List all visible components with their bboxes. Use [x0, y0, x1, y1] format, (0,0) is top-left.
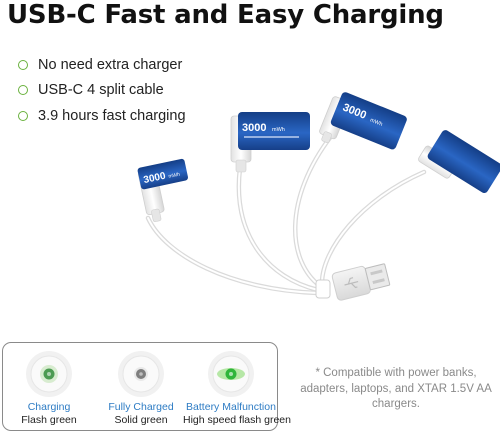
status-battery-malfunction: Battery Malfunction High speed flash gre…	[183, 343, 291, 426]
battery-2: 3000 mWh	[230, 112, 310, 173]
feature-text: USB-C 4 split cable	[38, 82, 164, 99]
usb-a-plug	[331, 263, 391, 301]
capacity-unit-text: mWh	[369, 117, 383, 127]
feature-text: No need extra charger	[38, 56, 183, 73]
compatibility-note: * Compatible with power banks, adapters,…	[300, 367, 492, 410]
status-label: Fully Charged	[108, 401, 174, 413]
status-description: Solid green	[114, 414, 168, 426]
battery-4	[418, 130, 500, 194]
led-indicator-icon	[117, 350, 165, 398]
status-charging: Charging Flash green	[3, 343, 95, 426]
battery-cable-illustration: 3000 mWh 3000 mWh 3000 mWh 3000	[137, 92, 500, 301]
status-label: Charging	[27, 401, 71, 413]
usb-symbol-icon	[344, 277, 359, 289]
capacity-text: 3000	[143, 171, 167, 186]
led-status-panel: Charging Flash green Fully Charged Solid…	[2, 342, 291, 431]
circle-bullet-icon	[18, 85, 28, 96]
status-description: Flash green	[21, 414, 77, 426]
status-description: High speed flash green	[183, 414, 291, 426]
capacity-text: 3000	[242, 122, 266, 134]
led-indicator-icon	[207, 350, 255, 398]
status-fully-charged: Fully Charged Solid green	[95, 343, 187, 426]
feature-item: USB-C 4 split cable	[18, 78, 186, 104]
feature-item: No need extra charger	[18, 52, 186, 78]
led-indicator-icon	[25, 350, 73, 398]
cable-splitter	[315, 279, 331, 299]
capacity-unit-text: mWh	[272, 127, 285, 133]
circle-bullet-icon	[18, 59, 28, 70]
battery-3: 3000 mWh	[319, 92, 407, 150]
page-title: USB-C Fast and Easy Charging	[7, 0, 444, 30]
battery-1: 3000 mWh	[137, 158, 189, 222]
feature-list: No need extra charger USB-C 4 split cabl…	[18, 52, 186, 129]
status-label: Battery Malfunction	[186, 401, 276, 413]
circle-bullet-icon	[18, 110, 28, 121]
feature-text: 3.9 hours fast charging	[38, 107, 186, 124]
capacity-text: 3000	[451, 186, 469, 211]
capacity-unit-text: mWh	[168, 172, 181, 180]
feature-item: 3.9 hours fast charging	[18, 103, 186, 129]
